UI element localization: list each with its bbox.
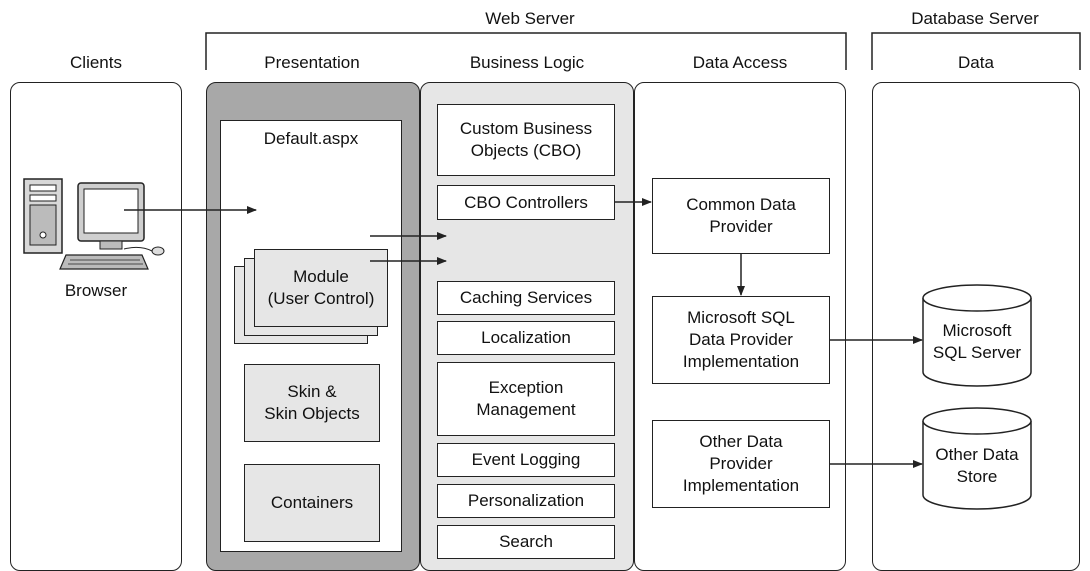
common-data-provider-box: Common Data Provider xyxy=(652,178,830,254)
exception-management-box: Exception Management xyxy=(437,362,615,436)
web-server-bracket xyxy=(205,32,847,70)
module-user-control: Module (User Control) xyxy=(254,249,388,327)
mssql-server-label: Microsoft SQL Server xyxy=(932,321,1022,362)
clients-panel xyxy=(10,82,182,571)
clients-header: Clients xyxy=(70,53,122,72)
computer-icon xyxy=(23,178,165,270)
database-server-bracket xyxy=(871,32,1081,70)
database-cylinder-icon xyxy=(922,407,1032,510)
event-logging-box: Event Logging xyxy=(437,443,615,477)
mssql-data-provider-box: Microsoft SQL Data Provider Implementati… xyxy=(652,296,830,384)
containers-box: Containers xyxy=(244,464,380,542)
web-server-header: Web Server xyxy=(485,9,575,28)
personalization-box: Personalization xyxy=(437,484,615,518)
browser-label: Browser xyxy=(64,281,128,300)
cbo-controllers-box: CBO Controllers xyxy=(437,185,615,220)
cbo-box: Custom Business Objects (CBO) xyxy=(437,104,615,176)
other-data-provider-box: Other Data Provider Implementation xyxy=(652,420,830,508)
other-data-store-label: Other Data Store xyxy=(935,445,1019,486)
search-box: Search xyxy=(437,525,615,559)
localization-box: Localization xyxy=(437,321,615,355)
database-server-header: Database Server xyxy=(911,9,1039,28)
default-aspx-label: Default.aspx xyxy=(263,129,359,148)
data-access-header: Data Access xyxy=(692,53,788,72)
presentation-header: Presentation xyxy=(264,53,360,72)
skin-objects-box: Skin & Skin Objects xyxy=(244,364,380,442)
business-logic-header: Business Logic xyxy=(469,53,585,72)
database-cylinder-icon xyxy=(922,284,1032,387)
caching-services-box: Caching Services xyxy=(437,281,615,315)
data-header: Data xyxy=(958,53,994,72)
